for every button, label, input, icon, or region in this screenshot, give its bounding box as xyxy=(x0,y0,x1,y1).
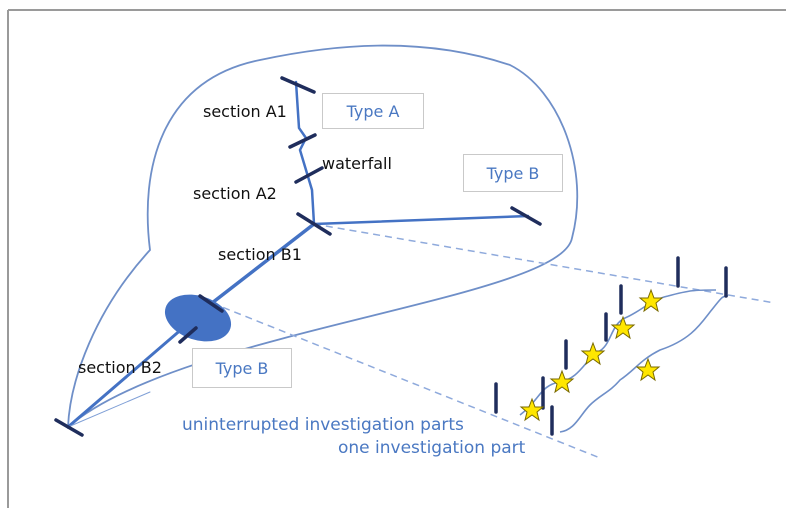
type-b-box-right: Type B xyxy=(463,154,563,192)
caption-one-part: one investigation part xyxy=(338,438,526,458)
label-section-a1: section A1 xyxy=(203,102,287,121)
label-section-b1: section B1 xyxy=(218,245,302,264)
star-markers xyxy=(519,288,664,422)
investigation-bars xyxy=(494,256,728,436)
star-icon xyxy=(638,288,664,313)
star-icon xyxy=(580,341,606,366)
caption-uninterrupted-parts: uninterrupted investigation parts xyxy=(182,415,464,435)
catchment-boundary xyxy=(67,44,579,430)
section-markers xyxy=(54,76,542,437)
star-icon xyxy=(635,357,661,382)
projection-line-lower xyxy=(211,302,601,459)
label-waterfall: waterfall xyxy=(322,154,392,173)
type-b-box-lower: Type B xyxy=(192,348,292,388)
star-icon xyxy=(610,315,636,340)
projection-line-upper xyxy=(313,223,776,304)
star-icon xyxy=(519,397,545,422)
type-a-box: Type A xyxy=(322,93,424,129)
label-section-b2: section B2 xyxy=(78,358,162,377)
star-icon xyxy=(549,369,575,394)
label-section-a2: section A2 xyxy=(193,184,277,203)
